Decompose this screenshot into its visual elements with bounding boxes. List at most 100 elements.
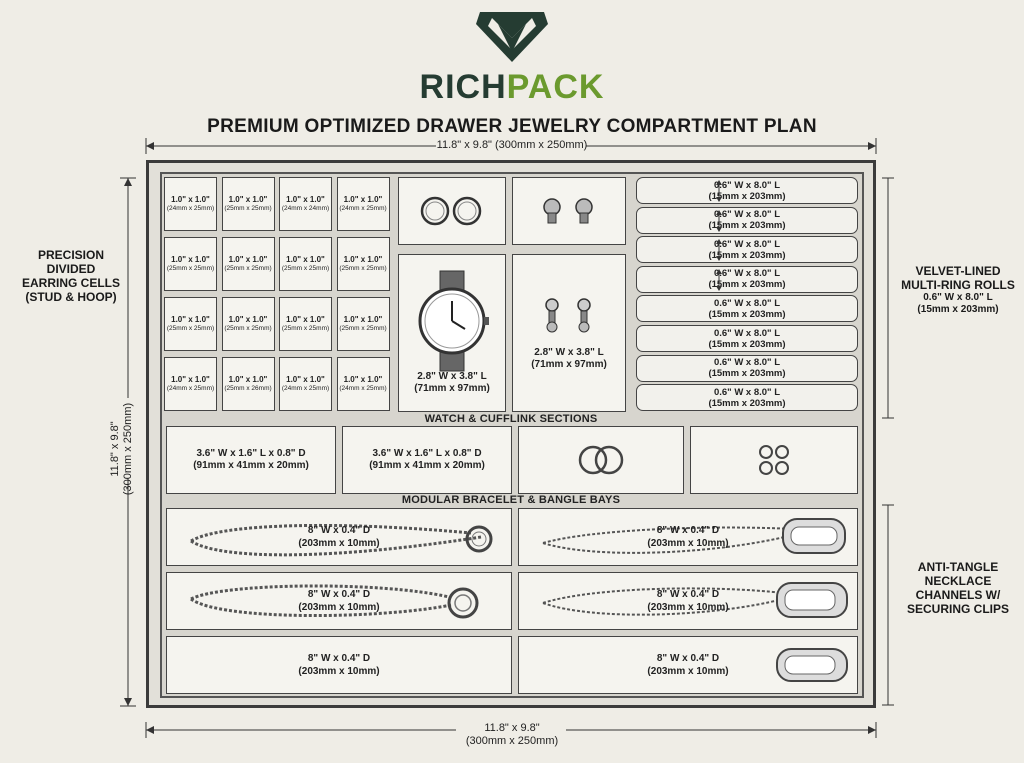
necklace-channel-4-dim1: 8" W x 0.4" D bbox=[656, 589, 720, 600]
necklace-label-line1: ANTI-TANGLE bbox=[917, 560, 999, 574]
necklace-channels-label: ANTI-TANGLE NECKLACE CHANNELS W/ SECURIN… bbox=[896, 560, 1020, 616]
necklace-clip-icon bbox=[542, 518, 846, 554]
bottom-dimension-line1: 11.8" x 9.8" bbox=[484, 722, 540, 734]
ring-roll-dim1: 0.6" W x 8.0" L bbox=[713, 238, 781, 250]
necklace-channel-2-dim2: (203mm x 10mm) bbox=[647, 538, 729, 549]
watch-icon bbox=[418, 270, 489, 372]
earring-cell-size: 1.0" x 1.0" bbox=[343, 195, 383, 204]
earring-cell-metric: (24mm x 25mm) bbox=[166, 385, 215, 392]
earring-cell: 1.0" x 1.0"(24mm x 25mm) bbox=[164, 177, 217, 231]
earring-cell-size: 1.0" x 1.0" bbox=[343, 255, 383, 264]
earring-cell-size: 1.0" x 1.0" bbox=[228, 255, 268, 264]
earring-cell-metric: (25mm x 26mm) bbox=[224, 385, 272, 392]
necklace-chain-icon bbox=[190, 523, 493, 557]
height-arrow-icon bbox=[716, 180, 722, 202]
earring-cell-metric: (25mm x 25mm) bbox=[166, 325, 215, 332]
brand-name: RICHPACK bbox=[0, 68, 1024, 107]
earring-cell-size: 1.0" x 1.0" bbox=[286, 375, 325, 384]
height-arrow-icon bbox=[716, 268, 722, 291]
ring-label-line1: VELVET-LINED bbox=[915, 264, 1001, 278]
necklace-pendant-icon bbox=[190, 584, 479, 619]
necklace-channel-6: 8" W x 0.4" D (203mm x 10mm) bbox=[518, 636, 858, 694]
bottom-dimension-label: 11.8" x 9.8" (300mm x 250mm) bbox=[440, 722, 584, 748]
ring-roll-dim1: 0.6" W x 8.0" L bbox=[713, 179, 781, 191]
brand-name-part1: RICH bbox=[419, 68, 507, 106]
cufflinks-large-icon bbox=[545, 298, 591, 333]
necklace-label-line4: SECURING CLIPS bbox=[906, 602, 1009, 616]
earring-cell: 1.0" x 1.0"(24mm x 25mm) bbox=[164, 357, 217, 411]
earring-cell-size: 1.0" x 1.0" bbox=[343, 315, 383, 324]
necklace-channel-4-dim2: (203mm x 10mm) bbox=[647, 602, 729, 613]
earring-cell-metric: (25mm x 25mm) bbox=[224, 265, 272, 272]
earring-cell: 1.0" x 1.0"(25mm x 25mm) bbox=[164, 297, 217, 351]
earring-cell: 1.0" x 1.0"(24mm x 25mm) bbox=[279, 357, 332, 411]
earring-cell-metric: (25mm x 25mm) bbox=[339, 325, 387, 332]
ring-roll-dim1: 0.6" W x 8.0" L bbox=[713, 209, 781, 221]
bracelet-bay-2-dim1: 3.6" W x 1.6" L x 0.8" D bbox=[372, 448, 482, 459]
ring-roll-dim1: 0.6" W x 8.0" L bbox=[713, 297, 781, 309]
earring-cells-label: PRECISION DIVIDED EARRING CELLS (STUD & … bbox=[18, 248, 124, 304]
ring-roll-dim2: (15mm x 203mm) bbox=[708, 220, 786, 232]
left-dimension-line1: 11.8" x 9.8" bbox=[109, 421, 121, 477]
top-dimension-line bbox=[145, 138, 877, 154]
earring-label-line3: EARRING CELLS bbox=[21, 276, 120, 290]
earring-cell-size: 1.0" x 1.0" bbox=[228, 195, 268, 204]
top-dimension-label: 11.8" x 9.8" (300mm x 250mm) bbox=[436, 139, 588, 151]
small-rings-icon bbox=[759, 445, 789, 475]
earring-cell-metric: (24mm x 25mm) bbox=[339, 205, 387, 212]
earring-label-line2: DIVIDED bbox=[46, 262, 96, 276]
earring-label-line4: (STUD & HOOP) bbox=[25, 290, 117, 304]
interlocked-rings-icon bbox=[578, 445, 624, 475]
hoop-earrings-icon bbox=[420, 196, 482, 226]
earring-cell-size: 1.0" x 1.0" bbox=[171, 255, 210, 264]
ring-roll: 0.6" W x 8.0" L(15mm x 203mm) bbox=[636, 265, 858, 293]
ring-rolls-label: VELVET-LINED MULTI-RING ROLLS 0.6" W x 8… bbox=[896, 264, 1020, 316]
bracelet-bay-1: 3.6" W x 1.6" L x 0.8" D (91mm x 41mm x … bbox=[166, 426, 336, 494]
watch-compartment: 2.8" W x 3.8" L (71mm x 97mm) bbox=[398, 254, 506, 412]
earring-cell: 1.0" x 1.0"(25mm x 25mm) bbox=[221, 297, 275, 351]
earring-cell-metric: (25mm x 25mm) bbox=[339, 265, 387, 272]
bracelet-bay-1-dim1: 3.6" W x 1.6" L x 0.8" D bbox=[196, 448, 306, 459]
necklace-channel-1-dim2: (203mm x 10mm) bbox=[298, 538, 380, 549]
earring-cell-size: 1.0" x 1.0" bbox=[228, 375, 268, 384]
earring-cell-metric: (24mm x 24mm) bbox=[281, 205, 330, 212]
cufflink-small-cell bbox=[512, 177, 626, 245]
ring-roll-dim1: 0.6" W x 8.0" L bbox=[713, 268, 781, 280]
securing-clip-icon bbox=[776, 648, 848, 682]
earring-cell: 1.0" x 1.0"(25mm x 25mm) bbox=[164, 237, 217, 291]
earring-cell-size: 1.0" x 1.0" bbox=[171, 315, 210, 324]
necklace-label-line3: CHANNELS W/ bbox=[915, 588, 1001, 602]
brand-name-part2: PACK bbox=[506, 68, 605, 106]
right-ring-bracket bbox=[882, 177, 894, 419]
ring-roll-dim2: (15mm x 203mm) bbox=[708, 249, 786, 261]
earring-cell-size: 1.0" x 1.0" bbox=[286, 255, 325, 264]
left-dimension-line2: (300mm x 250mm) bbox=[122, 402, 134, 496]
ring-roll: 0.6" W x 8.0" L(15mm x 203mm) bbox=[636, 325, 858, 352]
height-arrow-icon bbox=[716, 209, 722, 232]
earring-cell-metric: (25mm x 25mm) bbox=[224, 205, 272, 212]
earring-cell-size: 1.0" x 1.0" bbox=[228, 315, 268, 324]
earring-cell-size: 1.0" x 1.0" bbox=[171, 375, 210, 384]
earring-cell: 1.0" x 1.0"(24mm x 25mm) bbox=[336, 357, 390, 411]
cufflinks-icon bbox=[543, 198, 593, 224]
necklace-channel-2-dim1: 8" W x 0.4" D bbox=[656, 525, 720, 536]
earring-cell-size: 1.0" x 1.0" bbox=[286, 315, 325, 324]
earring-cell-metric: (24mm x 25mm) bbox=[281, 385, 330, 392]
earring-cell-metric: (25mm x 25mm) bbox=[281, 325, 330, 332]
hoop-earring-cell bbox=[398, 177, 506, 245]
earring-cell: 1.0" x 1.0"(25mm x 25mm) bbox=[336, 297, 390, 351]
necklace-channel-1-dim1: 8" W x 0.4" D bbox=[307, 525, 371, 536]
ring-label-line4: (15mm x 203mm) bbox=[917, 304, 999, 315]
ring-roll: 0.6" W x 8.0" L(15mm x 203mm) bbox=[636, 295, 858, 323]
ring-label-line2: MULTI-RING ROLLS bbox=[901, 278, 1015, 292]
right-necklace-bracket bbox=[882, 504, 894, 706]
left-dimension-label: 11.8" x 9.8" (300mm x 250mm) bbox=[109, 384, 137, 514]
ring-rolls-area: 0.6" W x 8.0" L(15mm x 203mm)0.6" W x 8.… bbox=[636, 177, 858, 413]
earring-cell-size: 1.0" x 1.0" bbox=[286, 195, 325, 204]
earring-cell-size: 1.0" x 1.0" bbox=[171, 195, 210, 204]
ring-roll-dim2: (15mm x 203mm) bbox=[708, 338, 786, 350]
necklace-channel-5-dim1: 8" W x 0.4" D bbox=[307, 653, 371, 664]
ring-roll-dim1: 0.6" W x 8.0" L bbox=[713, 357, 781, 369]
ring-pair-cell bbox=[518, 426, 684, 494]
ring-roll: 0.6" W x 8.0" L(15mm x 203mm) bbox=[636, 384, 858, 412]
